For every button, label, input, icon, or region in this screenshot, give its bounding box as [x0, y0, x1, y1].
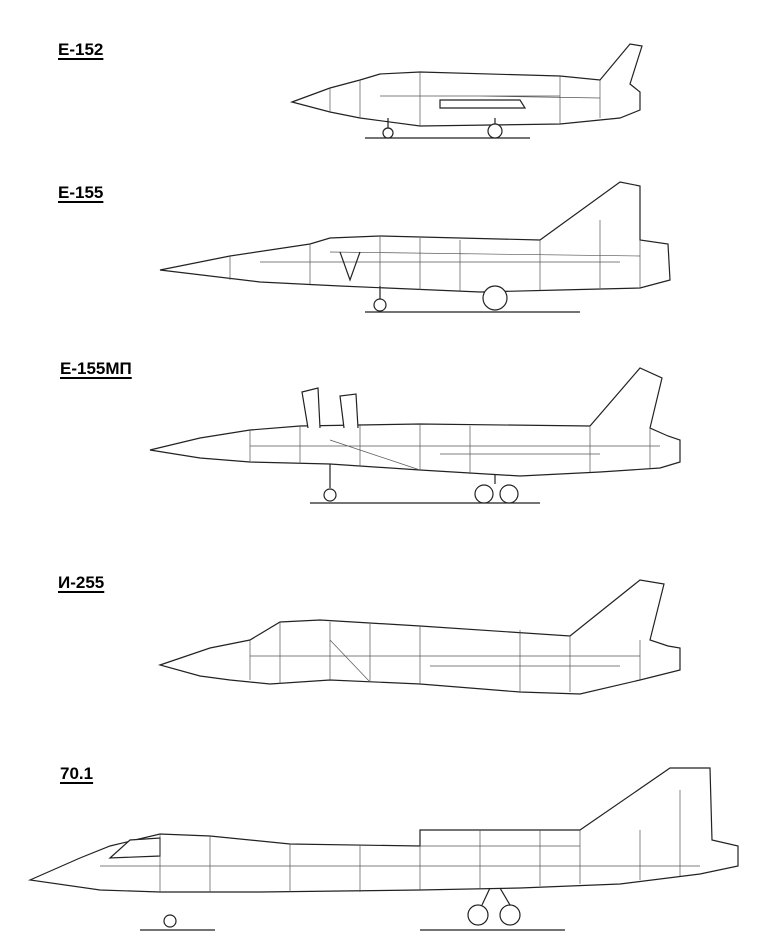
drawing-e155 — [159, 181, 671, 313]
drawing-i255 — [157, 579, 681, 695]
label-e155: Е-155 — [58, 183, 104, 202]
label-70-1: 70.1 — [60, 764, 94, 783]
drawing-e155mp — [149, 367, 681, 504]
label-e155mp: Е-155МП — [60, 359, 132, 378]
label-i255: И-255 — [58, 573, 105, 592]
label-e152: Е-152 — [58, 40, 104, 59]
drawing-70-1 — [27, 767, 739, 931]
drawing-e152 — [290, 43, 643, 139]
